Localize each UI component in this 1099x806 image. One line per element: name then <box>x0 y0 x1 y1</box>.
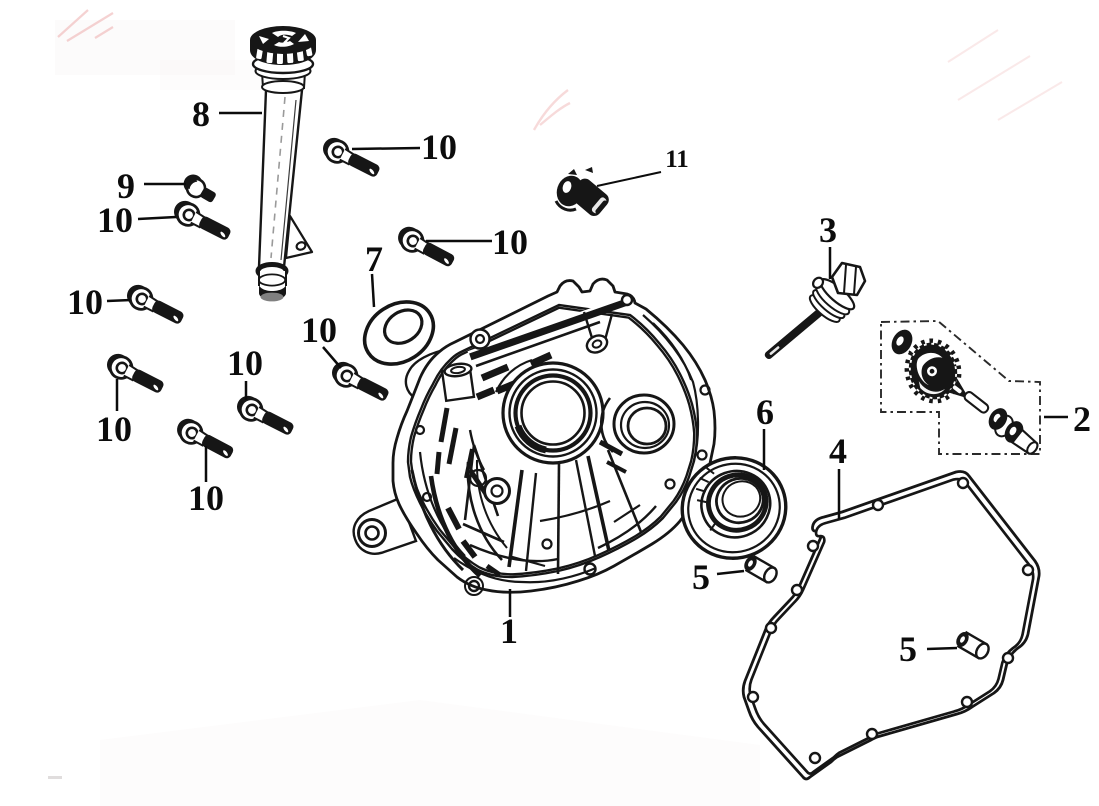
svg-text:7: 7 <box>365 239 383 279</box>
svg-text:9: 9 <box>117 166 135 206</box>
svg-text:10: 10 <box>421 127 457 167</box>
svg-text:10: 10 <box>67 282 103 322</box>
svg-text:3: 3 <box>819 210 837 250</box>
svg-text:10: 10 <box>492 222 528 262</box>
svg-text:6: 6 <box>756 392 774 432</box>
svg-text:5: 5 <box>899 629 917 669</box>
svg-text:8: 8 <box>192 94 210 134</box>
svg-text:10: 10 <box>97 200 133 240</box>
svg-text:1: 1 <box>500 611 518 651</box>
svg-text:10: 10 <box>96 409 132 449</box>
svg-text:10: 10 <box>227 343 263 383</box>
svg-text:5: 5 <box>692 557 710 597</box>
svg-text:11: 11 <box>665 146 689 173</box>
svg-text:10: 10 <box>188 478 224 518</box>
svg-text:2: 2 <box>1073 399 1091 439</box>
svg-text:10: 10 <box>301 310 337 350</box>
svg-text:4: 4 <box>829 431 847 471</box>
